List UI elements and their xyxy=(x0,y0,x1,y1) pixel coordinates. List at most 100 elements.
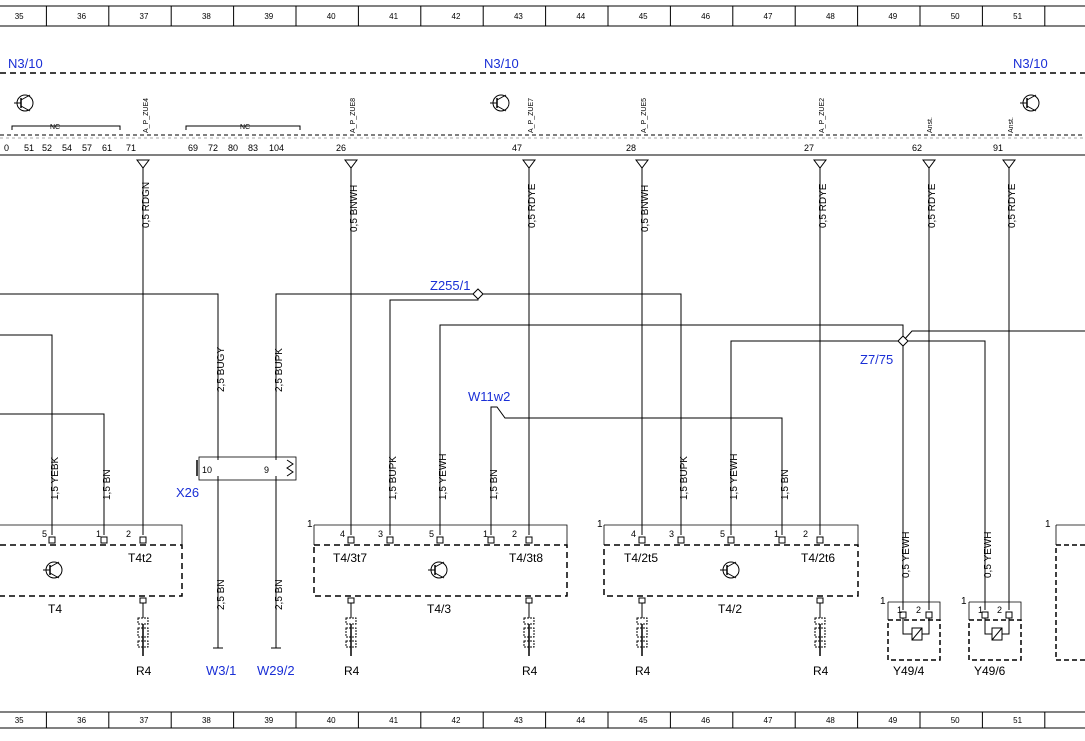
wire-label: 2,5 BN xyxy=(274,579,285,610)
module-t4 xyxy=(0,524,183,597)
grid-number: 40 xyxy=(327,716,336,725)
wire-label: 0,5 RDYE xyxy=(1007,183,1018,228)
wire-label: 1,5 YEBK xyxy=(50,456,61,500)
wire-label: 1,5 BN xyxy=(102,469,113,500)
t42-pin: 2 xyxy=(803,529,808,539)
wire-bn-w11w2 xyxy=(490,406,783,535)
grid-number: 36 xyxy=(77,12,86,21)
module-t4-3 xyxy=(313,524,568,597)
wire-yebk xyxy=(0,334,53,535)
connector-label-x26: X26 xyxy=(176,485,199,500)
grid-number: 41 xyxy=(389,12,398,21)
grid-number: 46 xyxy=(701,12,710,21)
pin-number: 47 xyxy=(512,143,522,153)
t43-pin: 5 xyxy=(429,529,434,539)
resistor-icon xyxy=(636,597,648,656)
grid-number: 35 xyxy=(15,716,24,725)
y494-corner: 1 xyxy=(880,596,886,607)
t43-corner: 1 xyxy=(307,519,313,530)
wire-label: 0,5 BNWH xyxy=(640,185,651,232)
t42-pin: 5 xyxy=(720,529,725,539)
grid-number: 35 xyxy=(15,12,24,21)
grid-number: 45 xyxy=(639,716,648,725)
t42-pin: 3 xyxy=(669,529,674,539)
t43-label: T4/3 xyxy=(427,602,451,616)
pin-number: 61 xyxy=(102,143,112,153)
pin-number: 57 xyxy=(82,143,92,153)
t43-pin: 4 xyxy=(340,529,345,539)
wire-yewh-t43 xyxy=(439,324,904,535)
ground-label-r4: R4 xyxy=(813,664,829,678)
wire-bupk-z255-right xyxy=(478,293,682,535)
module-y49-6 xyxy=(968,601,1022,661)
grid-number: 37 xyxy=(140,12,149,21)
grid-number: 47 xyxy=(764,12,773,21)
pin-number: 69 xyxy=(188,143,198,153)
grid-number: 48 xyxy=(826,716,835,725)
pin-number: 104 xyxy=(269,143,284,153)
harness-label-w11w2: W11w2 xyxy=(468,389,510,404)
pin-number: 54 xyxy=(62,143,72,153)
splice-diamonds xyxy=(472,288,909,347)
resistor-icon xyxy=(523,597,535,656)
grid-number: 48 xyxy=(826,12,835,21)
module-y49-4 xyxy=(887,601,941,661)
wire-label: 0,5 BNWH xyxy=(349,185,360,232)
ref-label-w3-1: W3/1 xyxy=(206,663,236,678)
pin-number: 27 xyxy=(804,143,814,153)
x26-pin: 10 xyxy=(202,465,212,475)
grid-number: 44 xyxy=(576,12,585,21)
wire-label: 0,5 RDGN xyxy=(141,182,152,228)
module-pin-stubs xyxy=(48,536,1013,619)
splice-label-z7-75: Z7/75 xyxy=(860,352,893,367)
grid-number: 44 xyxy=(576,716,585,725)
t43-sub-right: T4/3t8 xyxy=(509,551,543,565)
y494-pin: 1 xyxy=(897,605,902,615)
grid-number: 45 xyxy=(639,12,648,21)
wire-network xyxy=(0,168,1085,648)
wire-label: 0,5 YEWH xyxy=(901,532,912,579)
t42-pin: 1 xyxy=(774,529,779,539)
y496-pin: 1 xyxy=(978,605,983,615)
grid-number: 49 xyxy=(888,12,897,21)
wire-label: 2,5 BN xyxy=(216,579,227,610)
ground-label-r4: R4 xyxy=(522,664,538,678)
resistor-icon xyxy=(345,597,357,656)
pin-number: 83 xyxy=(248,143,258,153)
grid-number: 37 xyxy=(140,716,149,725)
pin-number: 72 xyxy=(208,143,218,153)
wire-label: 2,5 BUPK xyxy=(274,348,285,392)
t4-label: T4 xyxy=(48,602,62,616)
grid-number: 36 xyxy=(77,716,86,725)
pin-number: 0 xyxy=(4,143,9,153)
grid-number: 51 xyxy=(1013,716,1022,725)
signal-name: A_P_ZUE2 xyxy=(819,98,826,133)
ground-label-r4: R4 xyxy=(136,664,152,678)
pin-number: 51 xyxy=(24,143,34,153)
ground-label-r4: R4 xyxy=(635,664,651,678)
ref-label-w29-2: W29/2 xyxy=(257,663,295,678)
t42-corner: 1 xyxy=(597,519,603,530)
t43-pin: 3 xyxy=(378,529,383,539)
module-label-n3-10-left: N3/10 xyxy=(8,56,43,71)
transistor-icon xyxy=(43,561,63,579)
signal-name: A_P_ZUE5 xyxy=(641,98,648,133)
splice-label-z255-1: Z255/1 xyxy=(430,278,470,293)
wire-label: 1,5 BN xyxy=(489,469,500,500)
signal-name: A_P_ZUE8 xyxy=(350,98,357,133)
wire-yewh-t42 xyxy=(730,340,903,535)
wire-label: 1,5 YEWH xyxy=(438,454,449,501)
nc-label-left: NC xyxy=(50,124,60,131)
module-label-n3-10-right: N3/10 xyxy=(1013,56,1048,71)
module-t4-2 xyxy=(603,524,859,597)
wire-label: 0,5 RDYE xyxy=(818,183,829,228)
grid-number: 39 xyxy=(264,716,273,725)
grid-number: 38 xyxy=(202,716,211,725)
wire-label: 2,5 BUGY xyxy=(216,347,227,392)
grid-number: 40 xyxy=(327,12,336,21)
y496-pin: 2 xyxy=(997,605,1002,615)
bottom-grid-ruler xyxy=(0,711,1085,729)
t4-pin: 2 xyxy=(126,529,131,539)
